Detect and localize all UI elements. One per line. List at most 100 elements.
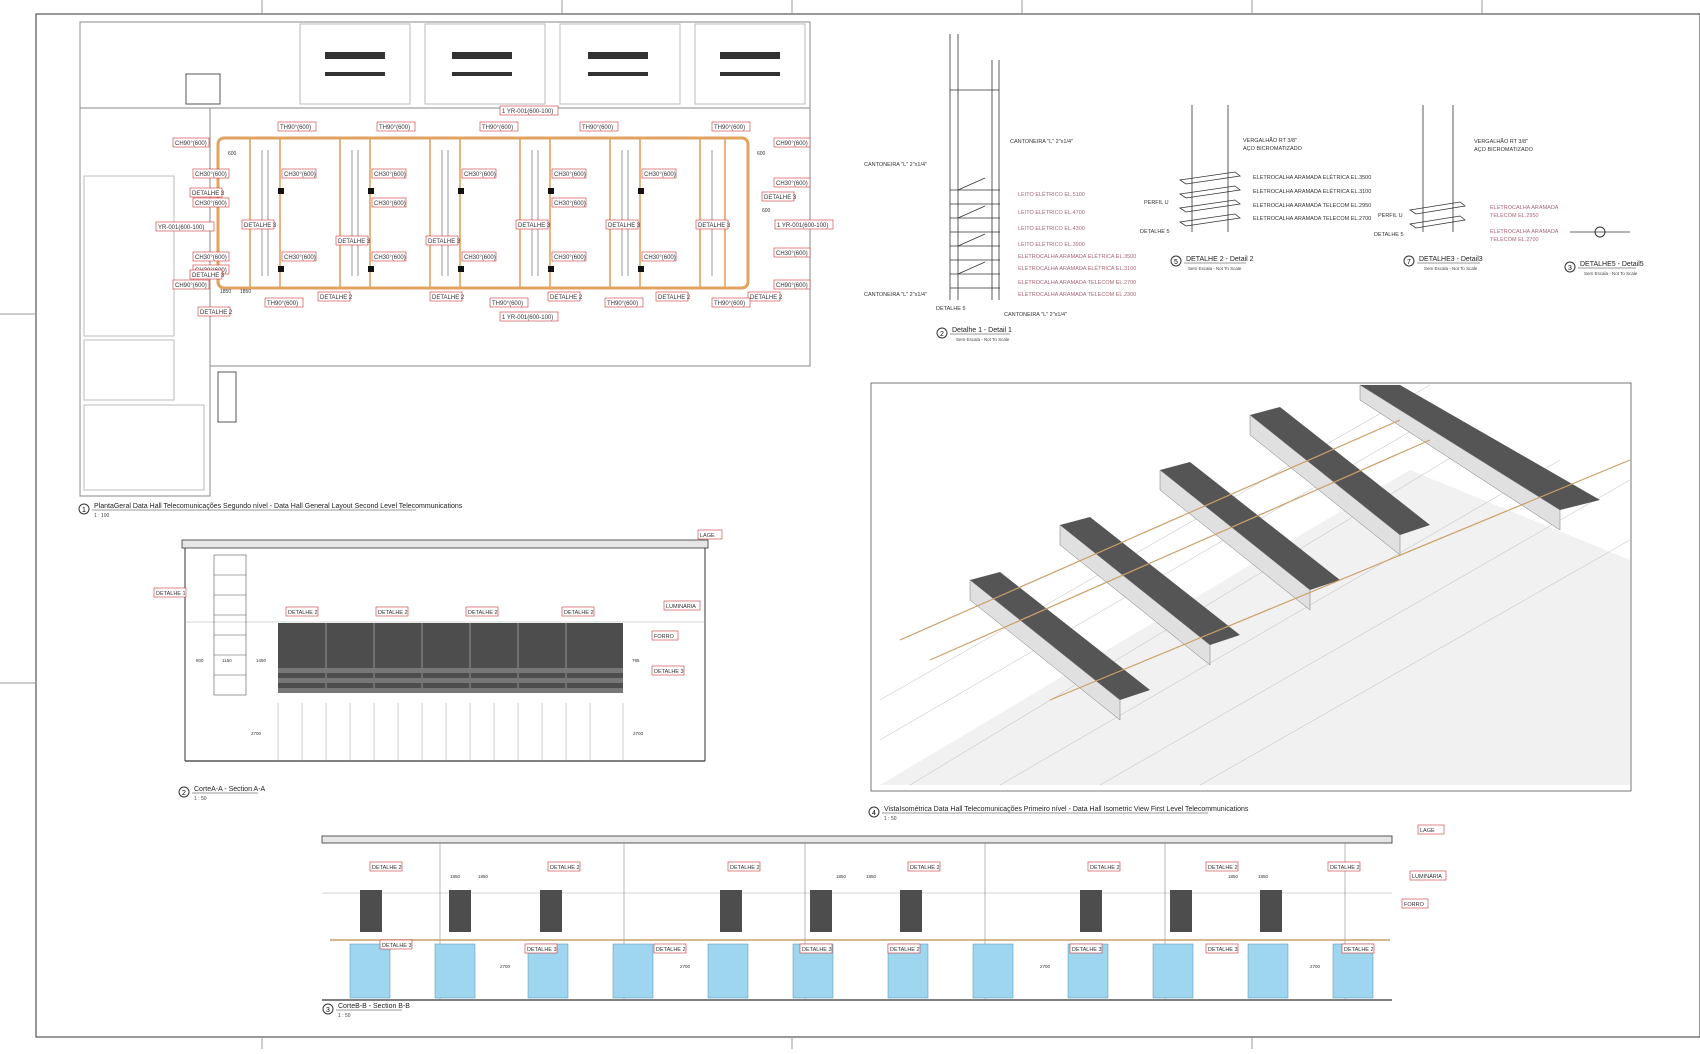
plan-tag: DETALHE 2 [320, 295, 353, 301]
plan-tag: CH30°(600) [284, 255, 316, 261]
plan-tag: TH90°(600) [582, 125, 613, 131]
view-number: 2 [940, 331, 944, 338]
detail3-label: PERFIL U [1378, 213, 1403, 219]
detail1-label: CANTONEIRA "L" 2"x1/4" [864, 162, 927, 168]
detail2-label: DETALHE 5 [1140, 229, 1170, 235]
detail1-label: CANTONEIRA "L" 2"x1/4" [864, 292, 927, 298]
plan-tag: DETALHE 2 [550, 295, 583, 301]
plan-dim: 1850 [220, 289, 231, 295]
section-b-label: DETALHE 2 [1208, 865, 1238, 871]
detail2-label: PERFIL U [1144, 200, 1169, 206]
detail2-level: ELETROCALHA ARAMADA ELÉTRICA EL.3100 [1253, 188, 1371, 195]
section-b-label: FORRO [1404, 902, 1425, 908]
section-a-dim: 2700 [633, 731, 644, 736]
section-b-label: DETALHE 3 [802, 947, 832, 953]
detail2-scale: Sem Escala - Not To Scale [1188, 266, 1242, 271]
view-marker [322, 1003, 334, 1015]
plan-tag: DETALHE 2 [200, 310, 233, 316]
section-a-label: DETALHE 2 [288, 610, 318, 616]
plan-tag: 1 YR-001(600-100) [502, 109, 553, 115]
section-a-tray-ladder [213, 554, 247, 696]
section-a-slab [181, 539, 709, 549]
section-b-dim: 1850 [478, 874, 489, 879]
plan-tag: CH30°(600) [554, 255, 586, 261]
section-b-label: DETALHE 3 [527, 947, 557, 953]
plan-room [83, 404, 205, 491]
section-b-label: LAGE [1420, 828, 1435, 834]
plan-tag: DETALHE 3 [244, 223, 277, 229]
plan-tag: TH90°(600) [267, 301, 298, 307]
view-number: 4 [872, 810, 876, 817]
plan-tag: CH30°(600) [195, 172, 227, 178]
detail1-level: LEITO ELÉTRICO EL.5100 [1018, 191, 1085, 198]
sheet-border [35, 13, 1700, 1038]
section-b-dim: 2700 [1040, 964, 1051, 969]
plan-stair [185, 73, 221, 105]
plan-tag: CH30°(600) [195, 201, 227, 207]
plan-dim: 1850 [240, 289, 251, 295]
plan-room [694, 23, 806, 105]
section-b-slab [321, 835, 1393, 844]
isometric-trays [899, 419, 1631, 701]
plan-tag: CH30°(600) [195, 255, 227, 261]
section-a-label: DETALHE 2 [468, 610, 498, 616]
view-number: 3 [326, 1007, 330, 1014]
plan-tag: CH30°(600) [374, 172, 406, 178]
detail3-view: VERGALHÃO RT 3/8" AÇO BICROMATIZADO PERF… [1374, 105, 1559, 271]
plan-tag: TH90°(600) [379, 125, 410, 131]
plan-tag: CH90°(600) [776, 141, 808, 147]
plan-tag: DETALHE 3 [192, 191, 225, 197]
section-a-label: DETALHE 1 [156, 591, 186, 597]
plan-tray-perimeter [216, 136, 750, 290]
section-b-label: LUMINÁRIA [1412, 873, 1442, 880]
detail3-title: DETALHE3 - Detail3 [1419, 256, 1483, 263]
plan-tag: TH90°(600) [492, 301, 523, 307]
section-b-dim: 1850 [866, 874, 877, 879]
view-marker [78, 503, 90, 515]
plan-tag: CH30°(600) [776, 181, 808, 187]
section-b-title: CorteB-B - Section B-B [338, 1003, 410, 1010]
plan-tag: DETALHE 3 [518, 223, 551, 229]
section-a-label: DETALHE 2 [378, 610, 408, 616]
plan-upper-wing [79, 21, 811, 109]
detail1-level: LEITO ELÉTRICO EL.4700 [1018, 209, 1085, 216]
plan-room [559, 23, 681, 105]
section-b-label: DETALHE 3 [1072, 947, 1102, 953]
detail3-level: TELECOM EL.2950 [1490, 213, 1539, 219]
section-b-label: DETALHE 2 [1090, 865, 1120, 871]
section-b-label: DETALHE 2 [730, 865, 760, 871]
plan-tag: CH30°(600) [554, 172, 586, 178]
section-a-dim: 1450 [256, 658, 267, 663]
detail1-label: CANTONEIRA "L" 2"x1/4" [1010, 139, 1073, 145]
detail3-scale: Sem Escala - Not To Scale [1424, 266, 1478, 271]
plan-title: PlantaGeral Data Hall Telecomunicações S… [94, 503, 463, 510]
section-a-racks [277, 703, 624, 761]
view-number: 5 [1174, 259, 1178, 266]
detail2-label: VERGALHÃO RT 3/8" [1243, 137, 1297, 144]
detail1-title: Detalhe 1 - Detail 1 [952, 327, 1012, 334]
plan-room [299, 23, 411, 105]
section-b-label: DETALHE 2 [656, 947, 686, 953]
detail1-level: ELETROCALHA ARAMADA ELÉTRICA EL.3500 [1018, 253, 1136, 260]
plan-tag: CH90°(600) [776, 283, 808, 289]
plan-tag: DETALHE 3 [338, 239, 371, 245]
section-b-label: DETALHE 2 [890, 947, 920, 953]
detail2-view: VERGALHÃO RT 3/8" AÇO BICROMATIZADO PERF… [1140, 105, 1371, 271]
detail3-level: TELECOM EL.2700 [1490, 237, 1539, 243]
view-marker [868, 806, 880, 818]
plan-tag: DETALHE 2 [432, 295, 465, 301]
plan-equipment [325, 52, 780, 76]
section-b-scale: 1 : 50 [338, 1013, 351, 1019]
detail2-title: DETALHE 2 - Detail 2 [1186, 256, 1254, 263]
detail1-label: CANTONEIRA "L" 2"x1/4" [1004, 312, 1067, 318]
plan-tag: DETALHE 3 [698, 223, 731, 229]
view-marker [936, 327, 948, 339]
plan-tag: DETALHE 2 [658, 295, 691, 301]
view-marker [178, 786, 190, 798]
plan-tag: CH30°(600) [374, 255, 406, 261]
section-a-dim: 800 [196, 658, 204, 663]
plan-tag: CH30°(600) [374, 201, 406, 207]
section-b-label: DETALHE 2 [1344, 947, 1374, 953]
section-a-title: CorteA-A - Section A-A [194, 786, 266, 793]
section-a-label: FORRO [654, 634, 675, 640]
